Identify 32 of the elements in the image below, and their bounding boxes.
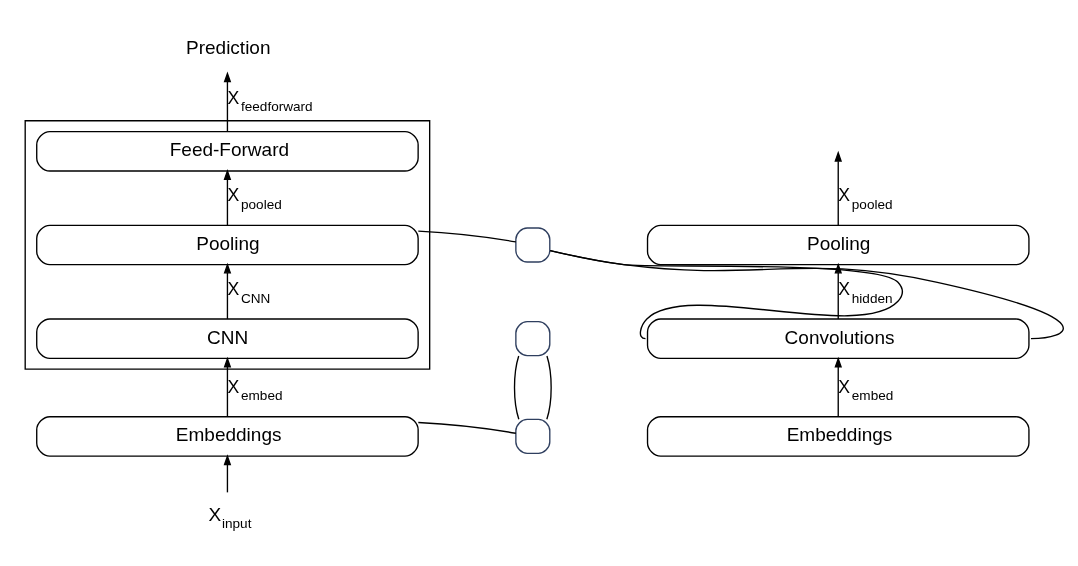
edge-label: X$_{pooled}$: [838, 185, 893, 212]
arrow: [834, 262, 843, 320]
node-box: Pooling: [646, 224, 1030, 266]
arrow: [223, 169, 232, 226]
node-box: CNN: [36, 318, 419, 359]
edge-label: X$_{embed}$: [227, 376, 283, 404]
arrow: [223, 356, 232, 417]
edge-label: X$_{embed}$: [838, 376, 894, 404]
connector: [513, 355, 520, 420]
edge-label: X$_{CNN}$: [227, 279, 271, 306]
arrow: [834, 356, 843, 417]
node-box: [515, 321, 551, 357]
node-box: Pooling: [36, 224, 419, 266]
node-box: Feed-Forward: [36, 131, 419, 172]
connector: [417, 230, 517, 243]
node-text: X$_{input}$: [208, 503, 252, 532]
node-box: Embeddings: [646, 416, 1030, 457]
arrow: [834, 150, 843, 226]
connector: [546, 355, 552, 420]
arrow: [223, 262, 232, 320]
edge-label: X$_{feedforward}$: [227, 87, 313, 115]
node-box: [515, 418, 551, 454]
node-text: Prediction: [186, 36, 271, 58]
arrow: [223, 71, 232, 132]
node-box: Embeddings: [36, 416, 419, 457]
node-box: [515, 227, 551, 263]
edge-label: X$_{pooled}$: [227, 185, 282, 212]
connector: [549, 249, 1064, 340]
connector: [417, 421, 517, 434]
edge-label: X$_{hidden}$: [838, 279, 893, 306]
arrow: [223, 454, 232, 494]
node-box: Convolutions: [646, 318, 1030, 359]
